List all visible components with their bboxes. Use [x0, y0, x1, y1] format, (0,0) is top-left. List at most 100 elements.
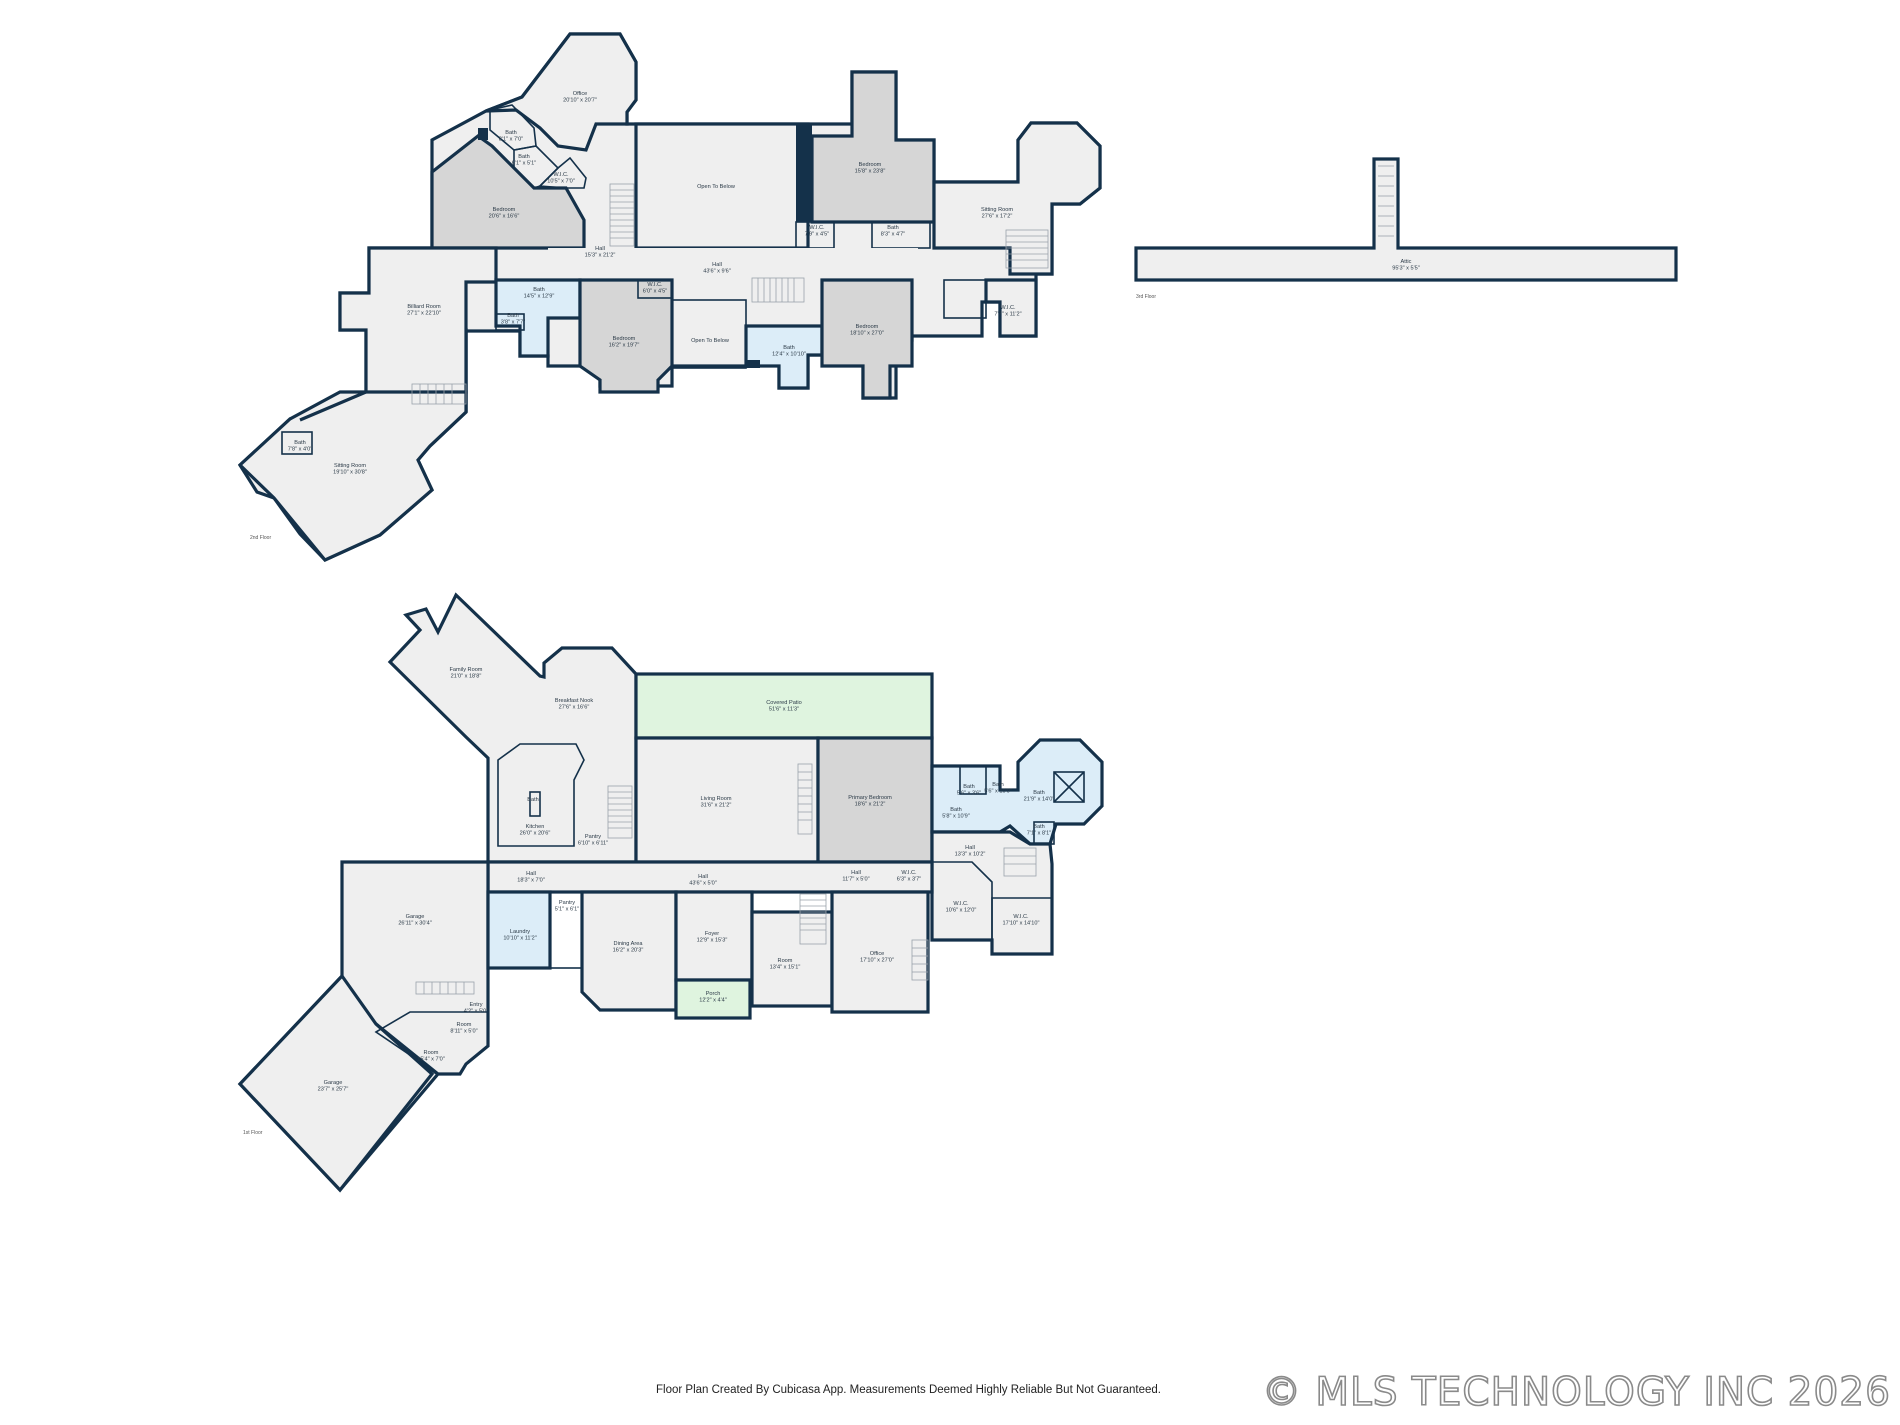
- room-name: Bedroom: [859, 162, 882, 168]
- room-dimensions: 15'3" x 21'2": [585, 253, 616, 259]
- room-name: Hall: [595, 246, 605, 252]
- room-name: Hall: [965, 845, 975, 851]
- room-name: W.I.C.: [647, 282, 663, 288]
- room-dimensions: 10'5" x 7'0": [547, 179, 575, 185]
- room-dimensions: 12'4" x 10'10": [772, 352, 806, 358]
- room-dimensions: 20'6" x 16'6": [489, 214, 520, 220]
- room-dimensions: 16'2" x 19'7": [609, 343, 640, 349]
- room-name: W.I.C.: [901, 870, 917, 876]
- room-dimensions: 27'6" x 17'2": [982, 214, 1013, 220]
- room-dimensions: 7'9" x 4'5": [805, 232, 829, 238]
- room-name: Bedroom: [856, 324, 879, 330]
- room-name: Bath: [533, 287, 545, 293]
- floor-label: 2nd Floor: [250, 535, 271, 541]
- room-name: Bath: [887, 225, 899, 231]
- room-name: Bath: [783, 345, 795, 351]
- room-dimensions: 5'8" x 10'9": [942, 814, 970, 820]
- room-name: Open To Below: [697, 184, 736, 190]
- room-name: Laundry: [510, 929, 530, 935]
- room-name: Hall: [851, 870, 861, 876]
- room-name: W.I.C.: [1000, 305, 1016, 311]
- room-label: W.I.C.6'3" x 3'7": [897, 870, 921, 883]
- room-name: Covered Patio: [766, 700, 801, 706]
- room-dimensions: 27'1" x 22'10": [407, 311, 441, 317]
- room-dimensions: 51'6" x 11'3": [769, 707, 799, 713]
- room-label: Open To Below: [691, 338, 730, 344]
- room-dimensions: 6'1" x 5'1": [512, 161, 536, 167]
- floor-label: 3rd Floor: [1136, 294, 1156, 300]
- room-dimensions: 3'8" x 7'7": [501, 320, 525, 326]
- room-dimensions: 31'6" x 21'2": [701, 803, 732, 809]
- room-label: W.I.C.7'7" x 11'2": [994, 305, 1021, 318]
- room-name: Primary Bedroom: [848, 795, 892, 801]
- room-dimensions: 10'6" x 12'0": [946, 908, 977, 914]
- room-dimensions: 15'4" x 7'0": [417, 1057, 445, 1063]
- room-dimensions: 6'10" x 6'11": [578, 841, 608, 847]
- room-dimensions: 26'11" x 30'4": [398, 921, 431, 927]
- room-name: Room: [424, 1050, 439, 1056]
- room-name: Garage: [324, 1080, 343, 1086]
- room-name: Dining Area: [614, 941, 644, 947]
- room-name: Bath: [294, 440, 306, 446]
- second-floor-plan: [237, 32, 1102, 562]
- room-dimensions: 12'9" x 15'3": [697, 938, 728, 944]
- room-name: Bath: [963, 784, 975, 790]
- first-floor-plan: [237, 592, 1104, 1193]
- room-dimensions: 20'10" x 20'7": [563, 98, 597, 104]
- room-dimensions: 95'3" x 5'5": [1392, 266, 1420, 272]
- room-name: Foyer: [705, 931, 719, 937]
- room-name: W.I.C.: [953, 901, 969, 907]
- room-name: Attic: [1401, 259, 1412, 265]
- room-name: Pantry: [559, 900, 575, 906]
- room-dimensions: 12'2" x 4'4": [699, 998, 727, 1004]
- room-name: Kitchen: [526, 824, 545, 830]
- room-name: Office: [573, 91, 588, 97]
- room-dimensions: 8'1" x 7'0": [499, 137, 523, 143]
- room-dimensions: 13'3" x 10'2": [955, 852, 986, 858]
- room-name: Sitting Room: [334, 463, 366, 469]
- room-name: Family Room: [450, 667, 483, 673]
- room-dimensions: 19'10" x 30'8": [333, 470, 367, 476]
- room-name: Bath: [1033, 824, 1045, 830]
- room-name: Living Room: [700, 796, 731, 802]
- third-floor-plan: [1134, 157, 1678, 282]
- room-dimensions: 5'6" x 10'0": [984, 789, 1012, 795]
- room-name: Entry: [469, 1002, 482, 1008]
- room-name: Bath: [518, 154, 530, 160]
- room-name: Bath: [1033, 790, 1045, 796]
- room-name: Hall: [526, 871, 536, 877]
- room-name: Sitting Room: [981, 207, 1013, 213]
- room-dimensions: 5'1" x 6'1": [555, 907, 579, 913]
- room-name: Bath: [950, 807, 962, 813]
- room-name: Bath: [527, 797, 539, 803]
